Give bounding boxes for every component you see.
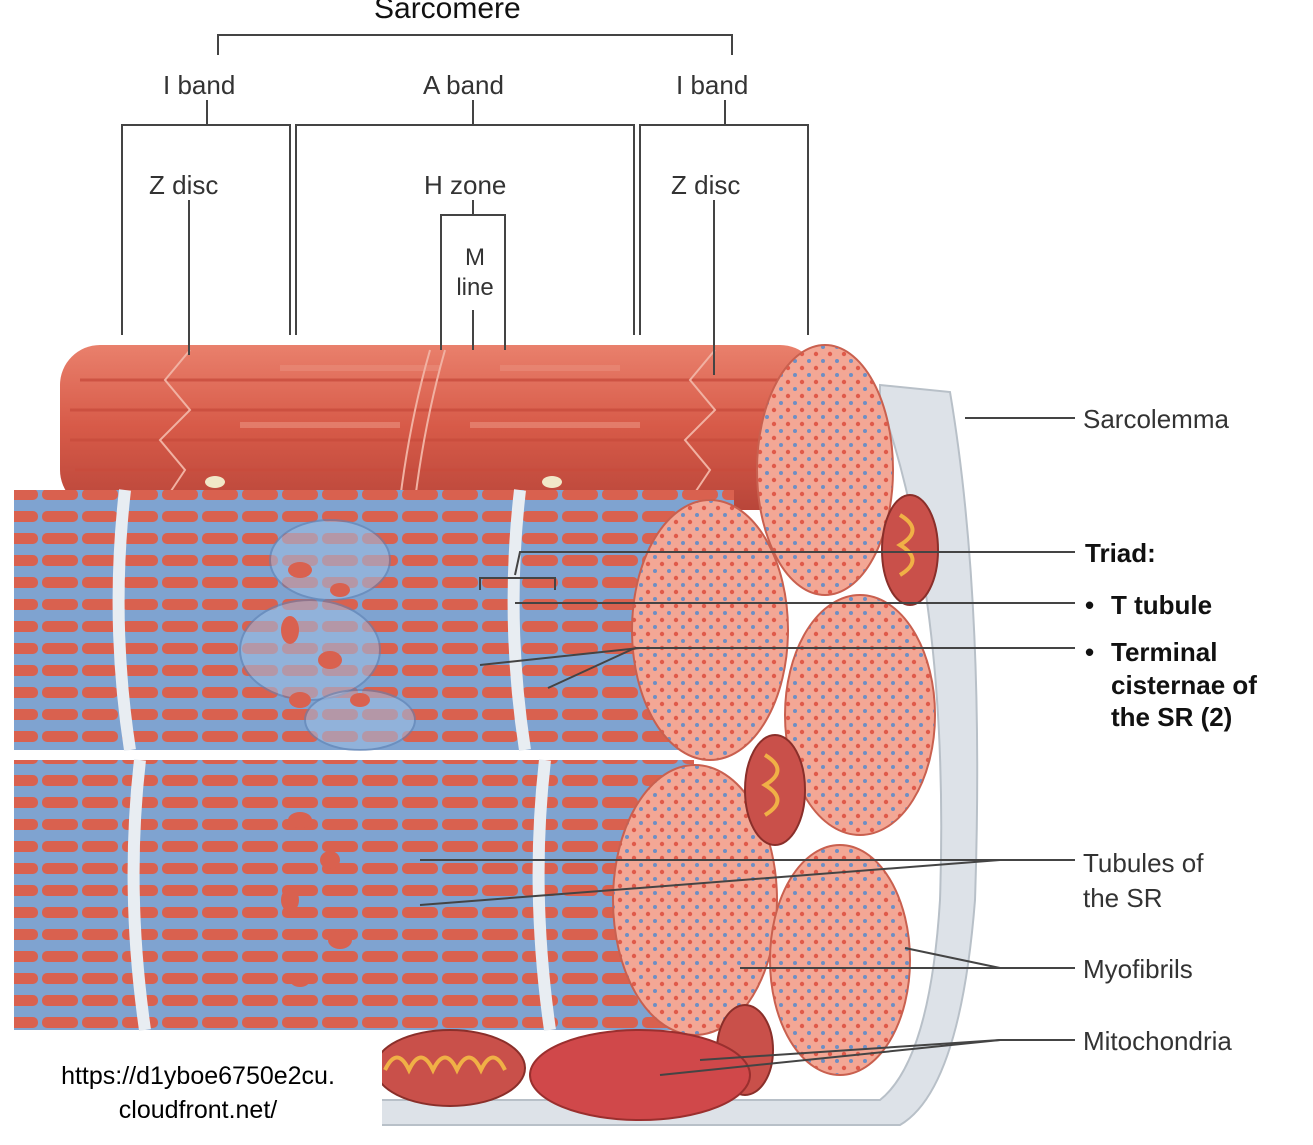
- bracket-lines: [121, 34, 809, 375]
- z-disc-left-label: Z disc: [149, 170, 219, 200]
- top-myofibril: [60, 344, 894, 596]
- t-tubule-text: T tubule: [1111, 590, 1213, 620]
- t-tubule-label: • T tubule: [1085, 592, 1212, 618]
- i-band-left-label: I band: [163, 70, 236, 100]
- leader-lines: [419, 417, 1075, 1076]
- upper-sr-myofibril: [14, 476, 936, 836]
- mitochondria: [374, 494, 939, 1121]
- source-credit: https://d1yboe6750e2cu. cloudfront.net/: [14, 1040, 382, 1145]
- z-disc-right-label: Z disc: [671, 170, 741, 200]
- bullet-icon: •: [1085, 590, 1095, 620]
- i-band-right-label: I band: [676, 70, 749, 100]
- terminal-cisternae-label: • Terminal cisternae of the SR (2): [1085, 636, 1313, 734]
- triad-label: Triad:: [1085, 538, 1156, 568]
- terminal-cisternae-text: Terminal cisternae of the SR (2): [1111, 637, 1257, 732]
- tubules-sr-label: Tubules of the SR: [1083, 848, 1204, 914]
- bullet-icon: •: [1085, 637, 1095, 667]
- credit-line-1: https://d1yboe6750e2cu.: [61, 1062, 335, 1090]
- mitochondria-label: Mitochondria: [1083, 1026, 1232, 1056]
- credit-line-2: cloudfront.net/: [118, 1095, 278, 1124]
- a-band-label: A band: [423, 70, 504, 100]
- sarcolemma-label: Sarcolemma: [1083, 404, 1229, 434]
- h-zone-label: H zone: [424, 170, 507, 200]
- sarcomere-title: Sarcomere: [374, 0, 521, 25]
- lower-sr-myofibril: [14, 759, 911, 1076]
- myofibrils-label: Myofibrils: [1083, 954, 1193, 984]
- m-line-label: M line: [456, 244, 494, 301]
